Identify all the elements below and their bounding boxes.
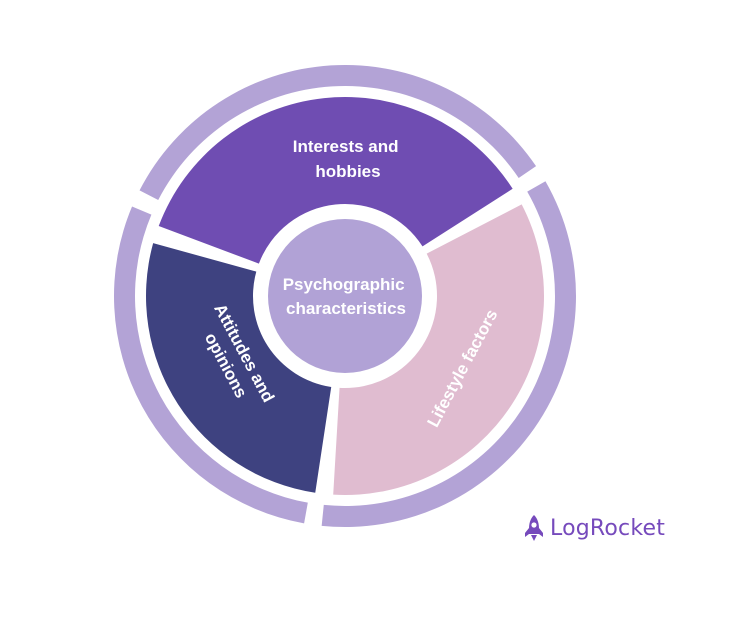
center-circle	[268, 219, 422, 373]
segment-label-interests: Interests and hobbies	[293, 137, 404, 181]
rocket-icon	[525, 515, 543, 541]
segments	[146, 96, 545, 496]
segment-attitudes	[146, 243, 332, 493]
center-label-line1: Psychographic	[283, 275, 405, 294]
outer-ring-arc-top	[139, 64, 537, 201]
outer-ring-arc-left	[113, 206, 308, 524]
outer-ring	[113, 64, 576, 528]
center-label-line2: characteristics	[286, 299, 406, 318]
segment-interests	[158, 96, 513, 264]
segment-lifestyle	[333, 204, 545, 496]
center-label: Psychographic characteristics	[283, 275, 410, 318]
segment-interests-line1: Interests and	[293, 137, 399, 156]
outer-ring-arc-right	[321, 181, 576, 528]
logrocket-logo: LogRocket	[524, 514, 665, 542]
segment-interests-line2: hobbies	[315, 162, 380, 181]
brand-name: LogRocket	[550, 515, 666, 541]
